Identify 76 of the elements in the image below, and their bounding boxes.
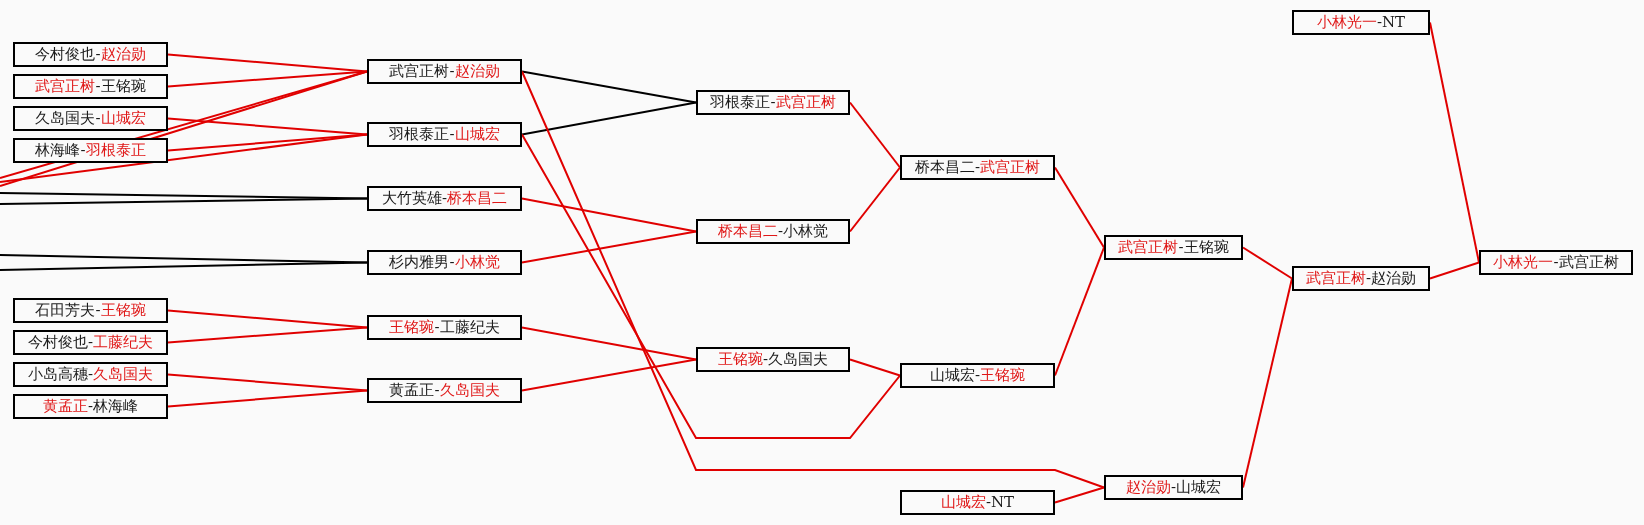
- match-box: [696, 347, 850, 372]
- connector-line: [167, 389, 368, 408]
- match-box: [367, 315, 522, 340]
- match-text: 黄孟正-林海峰: [42, 398, 139, 415]
- match-text: 赵治勋-山城宏: [1125, 479, 1222, 496]
- match-text: 杉内雅男-小林觉: [389, 254, 500, 271]
- connector-line: [849, 358, 901, 377]
- connector-line: [521, 197, 697, 233]
- connector-line: [849, 101, 901, 169]
- match-box: [367, 59, 522, 84]
- connector-line: [1429, 261, 1480, 280]
- match-box: [13, 394, 168, 419]
- match-box: [13, 330, 168, 355]
- connector-line: [167, 53, 368, 73]
- match-text: 桥本昌二-小林觉: [717, 223, 829, 240]
- match-text: 武宫正树-赵治勋: [389, 63, 500, 80]
- connector-line: [521, 326, 697, 361]
- match-box: [13, 298, 168, 323]
- connector-line: [521, 101, 697, 136]
- match-text: 王铭琬-工藤纪夫: [389, 319, 500, 336]
- match-box: [1292, 266, 1430, 291]
- connector-line: [167, 373, 368, 392]
- match-box: [1104, 235, 1243, 260]
- connector-line: [0, 261, 368, 271]
- connector-line: [0, 192, 368, 200]
- match-text: 山城宏-NT: [940, 494, 1015, 511]
- match-box: [1479, 250, 1633, 275]
- connector-line: [521, 358, 697, 392]
- match-box: [367, 378, 522, 403]
- match-text: 羽根泰正-武宫正树: [710, 94, 836, 111]
- match-text: 武宫正树-王铭琬: [1118, 239, 1229, 256]
- connector-line: [521, 70, 1105, 489]
- connector-line: [167, 326, 368, 344]
- match-text: 羽根泰正-山城宏: [389, 126, 500, 143]
- connector-line: [167, 309, 368, 329]
- connector-line: [0, 254, 368, 264]
- match-box: [1292, 10, 1430, 35]
- connector-line: [521, 70, 697, 104]
- match-box: [900, 490, 1055, 515]
- match-text: 王铭琬-久岛国夫: [717, 351, 829, 368]
- connector-line: [167, 117, 368, 136]
- connector-line: [521, 133, 901, 439]
- match-box: [367, 250, 522, 275]
- match-text: 小林光一-武宫正树: [1493, 254, 1619, 271]
- match-text: 小岛高穗-久岛国夫: [27, 366, 154, 383]
- match-box: [13, 106, 168, 131]
- match-box: [13, 362, 168, 387]
- connector-line: [1054, 486, 1105, 504]
- match-box: [367, 186, 522, 211]
- match-box: [900, 363, 1055, 388]
- match-box: [13, 74, 168, 99]
- connector-line: [0, 133, 368, 183]
- match-text: 今村俊也-赵治勋: [35, 46, 146, 63]
- match-box: [696, 90, 850, 115]
- match-text: 桥本昌二-武宫正树: [914, 159, 1041, 176]
- match-text: 黄孟正-久岛国夫: [389, 382, 500, 399]
- connector-line: [849, 166, 901, 233]
- connector-line: [521, 230, 697, 264]
- match-text: 大竹英雄-桥本昌二: [381, 190, 508, 207]
- match-text: 武宫正树-王铭琬: [35, 78, 146, 95]
- connector-line: [1054, 166, 1105, 249]
- match-text: 久岛国夫-山城宏: [35, 110, 146, 127]
- match-box: [696, 219, 850, 244]
- match-box: [367, 122, 522, 147]
- match-text: 武宫正树-赵治勋: [1305, 270, 1417, 287]
- match-box: [13, 42, 168, 67]
- match-text: 林海峰-羽根泰正: [35, 142, 146, 159]
- match-text: 山城宏-王铭琬: [929, 367, 1026, 384]
- match-text: 小林光一-NT: [1316, 14, 1406, 31]
- match-box: [1104, 475, 1243, 500]
- connector-line: [1242, 246, 1293, 280]
- match-text: 石田芳夫-王铭琬: [35, 302, 146, 319]
- match-box: [900, 155, 1055, 180]
- match-text: 今村俊也-工藤纪夫: [27, 334, 154, 351]
- connector-line: [0, 197, 368, 205]
- match-box: [13, 138, 168, 163]
